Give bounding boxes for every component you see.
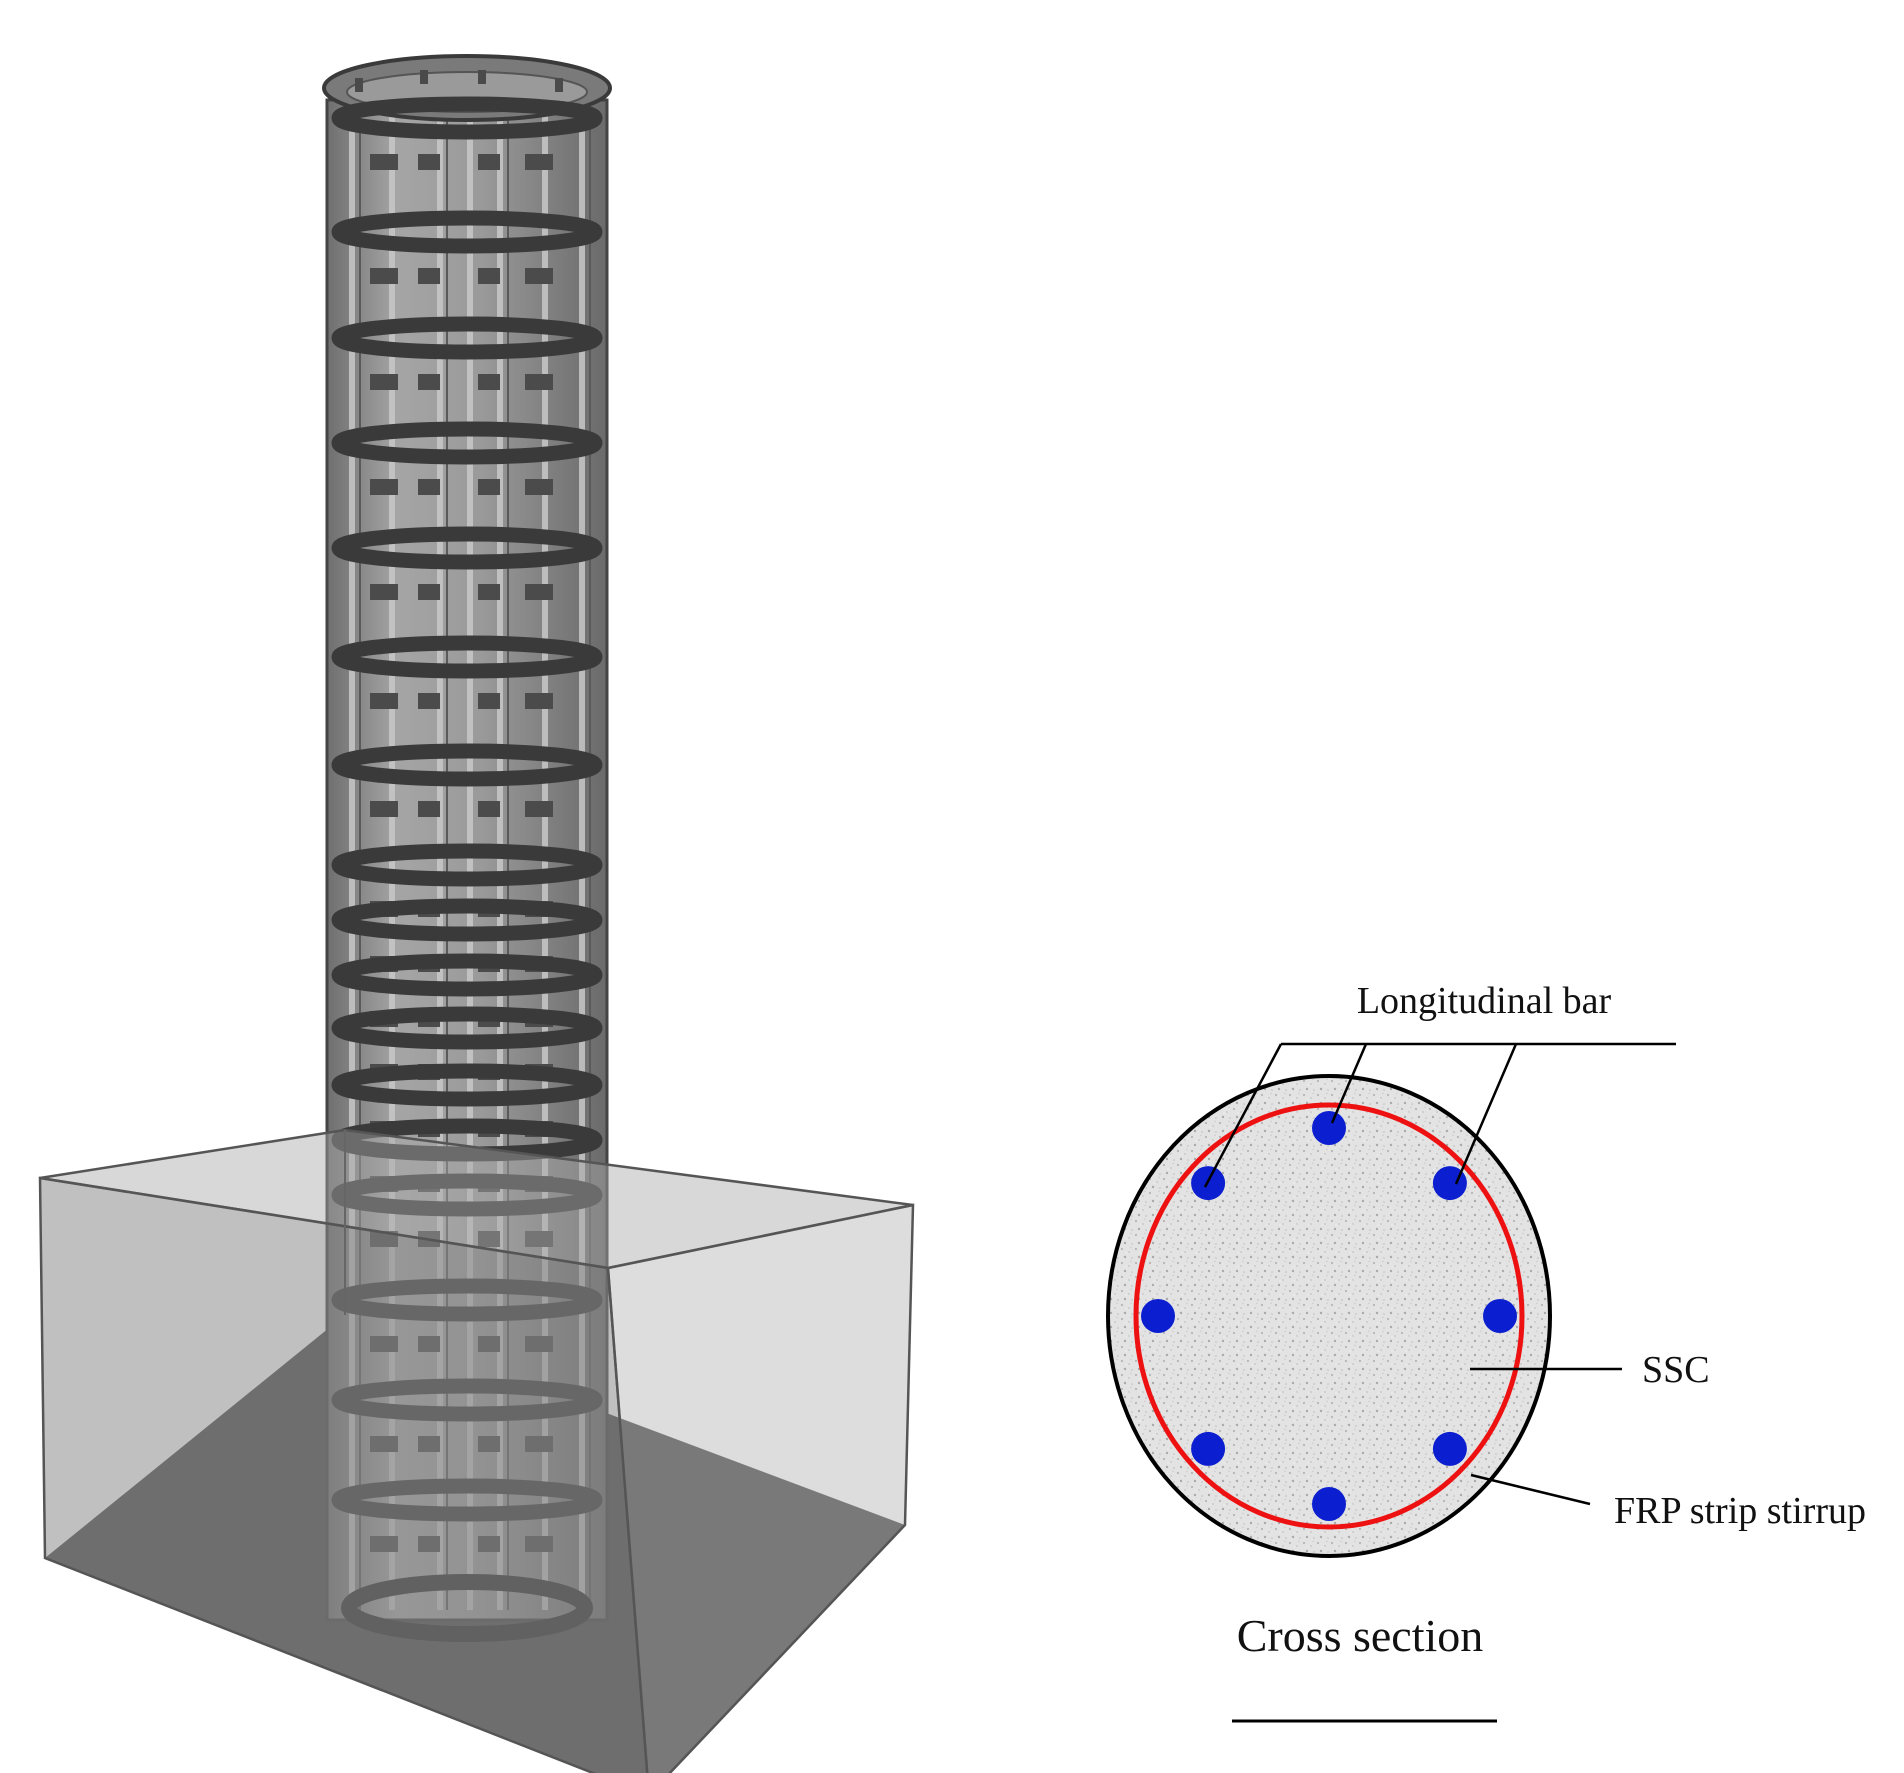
- column-hoop: [331, 421, 603, 465]
- column-inner-tie: [370, 374, 398, 390]
- footing-right-face: [606, 1203, 915, 1773]
- column-inner-tie: [478, 693, 500, 709]
- frp-strip-stirrup-label: FRP strip stirrup: [1614, 1490, 1866, 1532]
- cross-section-diagram: Longitudinal bar SSC FRP strip stirrup C…: [1106, 980, 1866, 1723]
- column-hoop: [331, 1063, 603, 1107]
- column-inner-tie: [525, 479, 553, 495]
- ssc-label: SSC: [1642, 1349, 1710, 1391]
- longitudinal-bar-dot: [1432, 1166, 1467, 1201]
- column-inner-tie: [525, 584, 553, 600]
- column-inner-tie: [418, 801, 440, 817]
- column-inner-tie: [370, 479, 398, 495]
- column-inner-tie: [478, 1231, 500, 1247]
- longitudinal-bar-leader-2: [1330, 1043, 1368, 1124]
- column-inner-tie: [478, 801, 500, 817]
- column-inner-tie: [478, 268, 500, 284]
- column-hoop: [331, 743, 603, 787]
- cross-section-title: Cross section: [1237, 1610, 1484, 1661]
- column-inner-tie: [418, 374, 440, 390]
- column-inner-tie: [418, 479, 440, 495]
- column-inner-tie: [370, 268, 398, 284]
- longitudinal-bar-dot: [1312, 1111, 1346, 1145]
- frp-strip-stirrup-ring: [1133, 1102, 1525, 1530]
- column-inner-tie: [478, 154, 500, 170]
- leader-lines: [1203, 1042, 1676, 1506]
- column-hoop: [331, 1118, 603, 1162]
- column-3d-illustration: [38, 54, 915, 1773]
- longitudinal-bar-dot: [1432, 1431, 1467, 1466]
- column-inner-tie: [525, 374, 553, 390]
- column-inner-tie: [370, 154, 398, 170]
- column-hoop: [331, 316, 603, 360]
- longitudinal-bar-dot: [1141, 1299, 1175, 1333]
- column-hoop: [331, 96, 603, 140]
- column-inner-tie: [478, 374, 500, 390]
- longitudinal-bar-dot: [1191, 1431, 1226, 1466]
- footing-left-face: [38, 1176, 649, 1773]
- column-hoop: [331, 635, 603, 679]
- column-inner-tie: [525, 693, 553, 709]
- column-hoop: [331, 843, 603, 887]
- column-inner-tie: [418, 584, 440, 600]
- frp-leader: [1470, 1473, 1591, 1506]
- column-inner-tie: [418, 154, 440, 170]
- column-hoop: [331, 953, 603, 997]
- column-hoop: [331, 210, 603, 254]
- longitudinal-bar-leader-1: [1203, 1043, 1283, 1188]
- column-inner-tie: [525, 1231, 553, 1247]
- column-hoop: [331, 1006, 603, 1050]
- column-inner-tie: [478, 584, 500, 600]
- column-inner-tie: [525, 154, 553, 170]
- column-hoop: [331, 526, 603, 570]
- column-inner-tie: [525, 268, 553, 284]
- column-inner-tie: [418, 268, 440, 284]
- column-inner-tie: [370, 801, 398, 817]
- column-hoop: [331, 1173, 603, 1217]
- column-inner-tie: [370, 584, 398, 600]
- column-inner-tie: [478, 479, 500, 495]
- longitudinal-bar-leader-3: [1454, 1043, 1518, 1185]
- column-hoop: [331, 898, 603, 942]
- longitudinal-bar-label: Longitudinal bar: [1357, 980, 1612, 1022]
- longitudinal-bar-dot: [1312, 1487, 1346, 1521]
- column-inner-tie: [418, 693, 440, 709]
- column-inner-tie: [370, 693, 398, 709]
- longitudinal-bar-dot: [1483, 1299, 1517, 1333]
- column-inner-tie: [525, 801, 553, 817]
